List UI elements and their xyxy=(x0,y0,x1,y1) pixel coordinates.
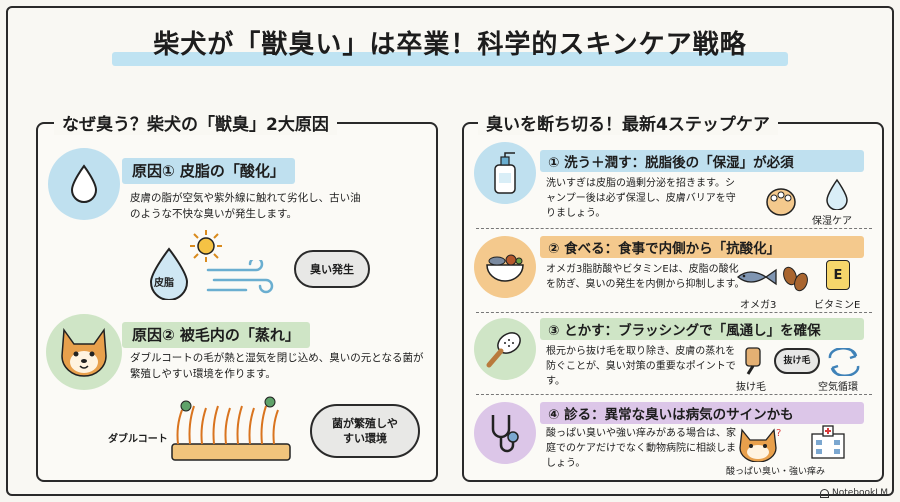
double-coat-label: ダブルコート xyxy=(108,434,168,445)
svg-text:?: ? xyxy=(776,428,781,439)
notebooklm-watermark: NotebookLM xyxy=(819,488,888,498)
loose-hair-label: 抜け毛 xyxy=(736,382,766,393)
almond-icon xyxy=(783,266,808,292)
step1-title: ① 洗う＋潤す：脱脂後の「保湿」が必須 xyxy=(540,150,864,172)
step2-text: オメガ3脂肪酸やビタミンEは、皮脂の酸化を防ぎ、臭いの発生を内側から抑制します。 xyxy=(546,264,745,290)
odor-cloud: 臭い発生 xyxy=(294,250,370,288)
hospital-icon xyxy=(811,425,845,459)
sebum-drop-icon xyxy=(149,247,189,300)
vitamin-e-bottle: E xyxy=(826,260,850,290)
step3-text: 根元から抜け毛を取り除き、皮膚の蒸れを防ぐことが、臭い対策の重要なポイントです。 xyxy=(546,346,736,387)
page-title: 柴犬が「獣臭い」は卒業！科学的スキンケア戦略 xyxy=(153,30,747,60)
stethoscope-icon xyxy=(491,415,519,453)
double-coat-illustration xyxy=(171,396,291,461)
cause2-title: 原因② 被毛内の「蒸れ」 xyxy=(122,322,310,348)
cause2-text: ダブルコートの毛が熱と湿気を閉じ込め、臭いの元となる菌が繁殖しやすい環境を作りま… xyxy=(130,352,424,380)
step-divider-3 xyxy=(476,394,872,395)
step1-icon-label: 保湿ケア xyxy=(812,216,852,227)
comb-hair-icon xyxy=(745,347,761,375)
shiba-face-icon xyxy=(61,327,107,377)
sun-icon xyxy=(190,230,222,262)
step4-title: ④ 診る：異常な臭いは病気のサインかも xyxy=(540,402,864,424)
step-divider-2 xyxy=(476,312,872,313)
step-divider-1 xyxy=(476,228,872,229)
oil-drop-circle xyxy=(48,148,120,220)
omega3-label: オメガ3 xyxy=(740,300,777,311)
title-highlight xyxy=(112,52,788,66)
bacteria-cloud: 菌が繁殖しやすい環境 xyxy=(310,404,420,458)
step4-text: 酸っぱい臭いや強い痒みがある場合は、家庭でのケアだけでなく動物病院に相談しましょ… xyxy=(546,428,736,469)
water-drop-icon xyxy=(70,164,98,203)
paw-care-icon xyxy=(766,188,796,216)
fish-icon xyxy=(736,268,777,286)
wind-icon xyxy=(206,260,274,294)
sebum-label: 皮脂 xyxy=(154,278,174,289)
step2-title: ② 食べる：食事で内側から「抗酸化」 xyxy=(540,236,864,258)
shiba-circle xyxy=(46,314,122,390)
causes-panel: なぜ臭う？柴犬の「獣臭」2大原因 原因① 皮脂の「酸化」 皮膚の脂が空気や紫外線… xyxy=(36,110,438,482)
air-circulation-label: 空気循環 xyxy=(818,382,858,393)
step1-circle xyxy=(474,142,536,204)
air-cycle-icon xyxy=(828,348,860,376)
worried-shiba-icon: ? xyxy=(739,428,781,462)
food-bowl-icon xyxy=(486,254,524,282)
brush-icon xyxy=(486,332,521,368)
care-steps-heading: 臭いを断ち切る！最新4ステップケア xyxy=(478,110,778,135)
notebooklm-logo-icon xyxy=(819,488,829,498)
step1-text: 洗いすぎは皮脂の過剰分泌を招きます。シャンプー後は必ず保湿し、皮膚バリアを守りま… xyxy=(546,178,736,219)
cause1-title: 原因① 皮脂の「酸化」 xyxy=(122,158,295,184)
loose-hair-cloud: 抜け毛 xyxy=(774,348,820,374)
care-steps-panel: 臭いを断ち切る！最新4ステップケア ① 洗う＋潤す：脱脂後の「保湿」が必須 洗い… xyxy=(462,110,884,482)
vitamin-e-letter: E xyxy=(833,267,843,283)
moisture-drop-icon xyxy=(826,178,848,210)
step2-circle xyxy=(474,236,536,298)
step3-title: ③ とかす：ブラッシングで「風通し」を確保 xyxy=(540,318,864,340)
vitamin-e-label: ビタミンE xyxy=(814,300,861,311)
step4-icon-label: 酸っぱい臭い・強い痒み xyxy=(726,467,826,477)
shampoo-bottle-icon xyxy=(494,152,516,194)
watermark-text: NotebookLM xyxy=(831,488,888,498)
causes-heading: なぜ臭う？柴犬の「獣臭」2大原因 xyxy=(54,110,337,135)
step3-circle xyxy=(474,318,536,380)
cause1-text: 皮膚の脂が空気や紫外線に触れて劣化し、古い油のような不快な臭いが発生します。 xyxy=(130,192,361,220)
step4-circle xyxy=(474,402,536,464)
